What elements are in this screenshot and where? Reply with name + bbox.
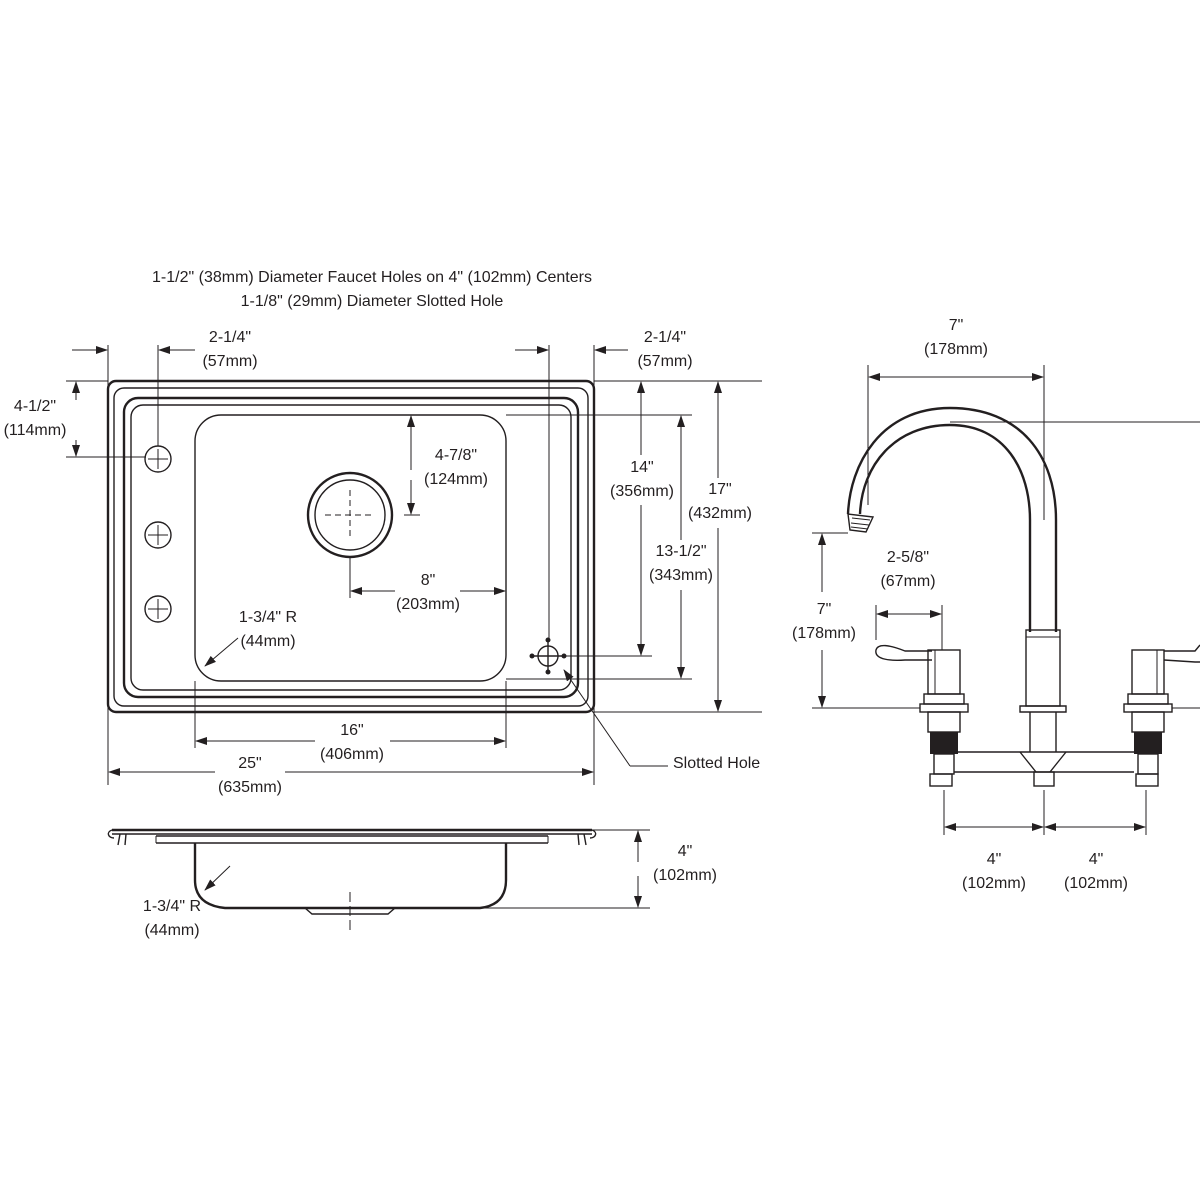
dim-side-corner-radius-in: 1-3/4" R [143,898,201,915]
dim-bowl-width: 16" (406mm) [195,722,506,763]
slotted-hole-callout: Slotted Hole [563,669,760,772]
dim-overall-depth-mm: (432mm) [688,505,752,522]
dim-center-left-in: 4" [987,851,1002,868]
drain-outlet [306,471,394,559]
dim-left-offset-mm: (57mm) [202,353,257,370]
dim-bowl-depth-mm: (343mm) [649,567,713,584]
dim-drain-to-side-in: 8" [421,572,436,589]
dim-corner-radius: 1-3/4" R (44mm) [204,609,297,667]
dim-drain-offset-mm: (124mm) [424,471,488,488]
dim-overall-width: 25" (635mm) [108,755,594,796]
dim-overall-depth: 17" (432mm) [688,381,752,712]
dim-spout-reach-in: 7" [949,317,964,334]
dim-side-depth: 4" (102mm) [634,830,717,908]
dim-bowl-depth-front-mm: (356mm) [610,483,674,500]
dim-drain-offset: 4-7/8" (124mm) [404,415,488,516]
slotted-hole [529,637,567,675]
dim-overall-width-in: 25" [238,755,261,772]
sink-deck [122,396,580,699]
dim-drain-offset-in: 4-7/8" [435,447,477,464]
dim-spout-reach: 7" (178mm) [868,317,1044,381]
dim-left-offset-in: 2-1/4" [209,329,251,346]
sink-rim-inner-line [113,387,589,707]
dim-center-right: 4" (102mm) [1044,823,1146,892]
dim-front-offset-mm: (114mm) [4,422,67,439]
dim-center-left-mm: (102mm) [962,875,1026,892]
dim-spout-height-in: 7" [817,601,832,618]
sink-deck-inner [130,404,572,691]
faucet-crossbar [954,712,1134,787]
faucet-handle-right [1127,644,1200,705]
dim-side-corner-radius: 1-3/4" R (44mm) [143,865,231,939]
dim-right-offset-mm: (57mm) [637,353,692,370]
top-view-extension-lines [66,345,762,785]
dim-front-offset: 4-1/2" (114mm) [4,381,80,457]
dim-front-offset-in: 4-1/2" [14,398,56,415]
dim-corner-radius-in: 1-3/4" R [239,609,297,626]
header-note-slotted-hole: 1-1/8" (29mm) Diameter Slotted Hole [241,293,504,310]
faucet-hole-2 [144,521,172,549]
dim-center-right-mm: (102mm) [1064,875,1128,892]
dim-right-offset: 2-1/4" (57mm) [515,329,693,370]
dim-handle-length-in: 2-5/8" [887,549,929,566]
sink-side-view: 4" (102mm) 1-3/4" R (44mm) [107,828,717,939]
faucet-gooseneck [858,423,1032,632]
dim-overall-depth-in: 17" [708,481,731,498]
slotted-hole-label: Slotted Hole [673,755,760,772]
dim-handle-length: 2-5/8" (67mm) [876,549,942,618]
dim-left-offset: 2-1/4" (57mm) [72,329,258,370]
dim-bowl-depth-in: 13-1/2" [655,543,706,560]
dim-right-offset-in: 2-1/4" [644,329,686,346]
dim-drain-to-side-mm: (203mm) [396,596,460,613]
faucet-hole-3 [144,595,172,623]
sink-bowl [194,414,507,682]
faucet-aerator [847,513,875,533]
dim-handle-length-mm: (67mm) [880,573,935,590]
dim-spout-height-mm: (178mm) [792,625,856,642]
header-notes: 1-1/2" (38mm) Diameter Faucet Holes on 4… [152,269,592,310]
faucet-handle-left [875,644,965,705]
dim-bowl-depth: 13-1/2" (343mm) [649,415,713,679]
dim-spout-height: 7" (178mm) [792,533,856,708]
dim-center-right-in: 4" [1089,851,1104,868]
dim-overall-width-mm: (635mm) [218,779,282,796]
faucet-valve-right [1123,703,1173,787]
dim-corner-radius-mm: (44mm) [240,633,295,650]
sink-outer-rim [106,379,596,714]
dim-bowl-width-in: 16" [340,722,363,739]
dim-center-left: 4" (102mm) [944,823,1044,892]
faucet-valve-left [919,703,969,787]
dim-side-depth-mm: (102mm) [653,867,717,884]
dim-spout-reach-mm: (178mm) [924,341,988,358]
dim-bowl-depth-front: 14" (356mm) [610,381,674,656]
dim-bowl-depth-front-in: 14" [630,459,653,476]
faucet-hole-1 [144,445,172,473]
sink-top-view: 2-1/4" (57mm) 2-1/4" (57mm) 4-1/2" (114m… [4,329,762,796]
faucet-spout-base [1025,629,1061,707]
dim-side-depth-in: 4" [678,843,693,860]
header-note-faucet-holes: 1-1/2" (38mm) Diameter Faucet Holes on 4… [152,269,592,286]
dim-side-corner-radius-mm: (44mm) [144,922,199,939]
dim-drain-to-side: 8" (203mm) [350,572,506,613]
faucet-elevation: 7" (178mm) 7" (178mm) 2-5/8" (67mm) 4" (… [792,317,1200,892]
sink-bowl-profile [193,843,508,910]
dim-bowl-width-mm: (406mm) [320,746,384,763]
